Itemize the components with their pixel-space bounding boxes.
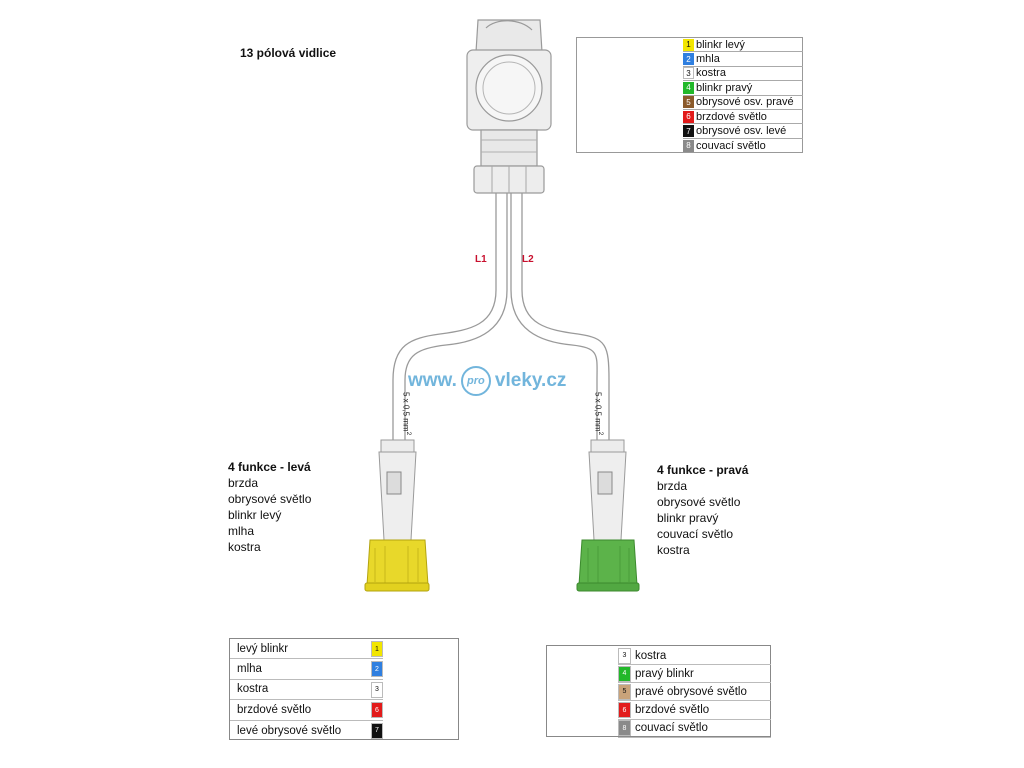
table-label: brzdové světlo [635,704,710,717]
13-pin-plug-icon [466,19,552,194]
function-block-right: 4 funkce - pravá brzda obrysové světlo b… [657,462,748,558]
table-row: brzdové světlo 6 [230,700,383,721]
legend-number: 2 [683,53,694,66]
table-row: 5 pravé obrysové světlo [618,683,771,702]
table-label: brzdové světlo [237,703,312,716]
page-title: 13 pólová vidlice [240,46,337,60]
table-number: 5 [618,683,631,700]
function-item: couvací světlo [657,527,734,541]
watermark-circle: pro [460,366,491,396]
table-label: levé obrysové světlo [237,724,342,737]
function-title-right: 4 funkce - pravá [657,463,749,477]
left-socket-table: levý blinkr 1 mlha 2 kostra 3 brzdové světlo 6 l… [229,638,459,740]
legend-label: mhla [696,53,720,66]
yellow-socket-icon [364,439,430,592]
wire-spec-left: 5 x 0,5 mm2 [401,392,412,435]
table-number: 8 [618,720,631,737]
function-item: kostra [657,543,690,557]
legend-number: 8 [683,139,694,152]
function-item: brzda [228,476,259,490]
watermark-prefix: www. [408,370,457,392]
legend-number: 5 [683,96,694,109]
table-label: kostra [635,649,667,662]
legend-label: couvací světlo [696,139,766,152]
function-title-left: 4 funkce - levá [228,460,311,474]
legend-number: 7 [683,125,694,138]
table-number: 2 [371,661,383,678]
wire-spec-sup: 2 [405,431,412,436]
cable-lines [392,193,610,440]
table-label: mlha [237,663,262,676]
table-label: couvací světlo [635,722,708,735]
function-block-left: 4 funkce - levá brzda obrysové světlo bl… [228,459,311,555]
function-item: obrysové světlo [228,492,312,506]
table-number: 3 [618,647,631,664]
table-row: mlha 2 [230,659,383,680]
wire-spec-text: 5 x 0,5 mm [401,392,411,432]
table-number: 6 [618,702,631,719]
legend-label: kostra [696,67,726,80]
function-item: blinkr pravý [657,511,719,525]
table-number: 3 [371,681,383,698]
table-label: pravé obrysové světlo [635,685,747,698]
table-label: levý blinkr [237,642,289,655]
cable-label-l1: L1 [475,254,487,265]
legend-number: 4 [683,81,694,94]
right-socket-table: 3 kostra 4 pravý blinkr 5 pravé obrysové svět… [546,645,771,738]
table-row: levé obrysové světlo 7 [230,721,383,741]
green-socket-icon [576,439,640,592]
table-row: 3 kostra [618,647,771,665]
table-number: 6 [371,702,383,719]
function-item: brzda [657,479,688,493]
table-label: pravý blinkr [635,667,694,680]
table-row: kostra 3 [230,680,383,701]
watermark-suffix: vleky.cz [494,370,567,392]
wire-spec-right: 5 x 0,5 mm2 [593,392,604,435]
legend-label: obrysové osv. pravé [696,96,794,109]
legend-label: blinkr pravý [696,81,753,94]
table-row: 4 pravý blinkr [618,665,771,684]
wire-spec-sup: 2 [597,431,604,436]
legend-label: blinkr levý [696,38,745,51]
cable-label-l2: L2 [522,254,534,265]
function-item: blinkr levý [228,508,282,522]
function-item: obrysové světlo [657,495,741,509]
table-number: 1 [371,641,383,657]
table-row: 6 brzdové světlo [618,702,771,720]
table-row: 8 couvací světlo [618,720,771,738]
wire-spec-text: 5 x 0,5 mm [593,392,603,432]
table-number: 4 [618,665,631,682]
legend-label: obrysové osv. levé [696,125,787,138]
function-item: mlha [228,524,255,538]
table-number: 7 [371,722,383,739]
legend-number: 3 [683,67,694,80]
legend-number: 6 [683,110,694,123]
table-row: levý blinkr 1 [230,639,383,660]
function-item: kostra [228,540,261,554]
table-label: kostra [237,683,269,696]
legend-number: 1 [683,38,694,51]
legend-label: brzdové světlo [696,110,767,123]
